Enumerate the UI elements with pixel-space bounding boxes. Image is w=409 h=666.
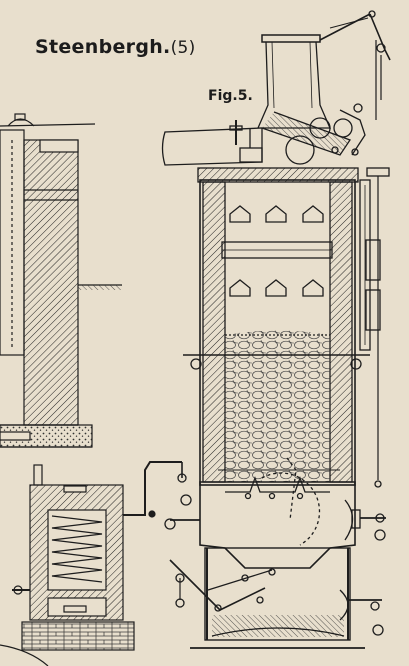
figure-label: Fig.5. — [208, 88, 253, 104]
coil-heater — [0, 461, 182, 666]
left-section-view — [0, 113, 122, 448]
gas-generator — [161, 10, 391, 649]
plate-title: Steenbergh.(5) — [35, 36, 196, 58]
